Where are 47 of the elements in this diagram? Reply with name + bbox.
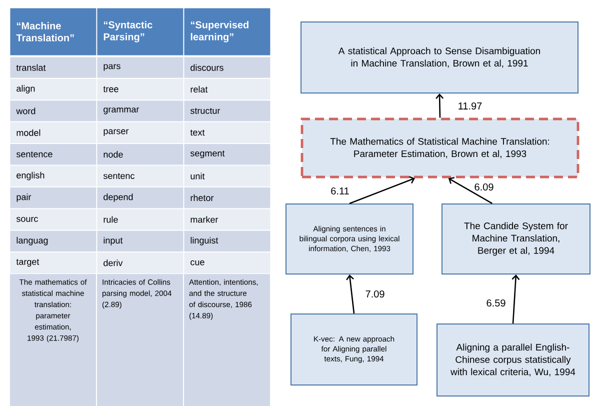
table-cell: text [184,122,270,143]
table-cell: unit [184,166,270,186]
table-cell: align [10,78,96,100]
table-cell: rule [97,209,184,230]
paper-box: The Candide System for Machine Translation, Berger et al, 1994 [442,204,590,274]
table-cell: translat [10,57,96,78]
table-cell: relat [184,78,270,100]
table-cell: grammar [97,100,184,122]
header-cell: “Supervised learning” [184,8,270,56]
table-cell: structur [184,100,270,122]
table-cell: discours [184,57,270,78]
table-cell: target [10,252,96,274]
table-cell: sentence [10,144,96,165]
highlighted-paper-box: The Mathematics of Statistical Machine Translation: Parameter Estimation, Brown et al, 1993 [300,118,580,178]
table-cell: cue [184,252,270,274]
table-cell: marker [184,209,270,230]
table-cell: pair [10,187,96,208]
table-cell: parser [97,122,184,143]
edge-label: 7.09 [364,289,386,299]
arrow [436,94,444,118]
table-cell: english [10,166,96,186]
table-cell: node [97,144,184,165]
table-cell: word [10,100,96,122]
table-cell: rhetor [184,187,270,208]
table-cell: input [97,230,184,252]
table-cell: languag [10,230,96,252]
table-cell: pars [97,57,184,78]
edge-label: 6.09 [473,182,495,192]
header-cell: “Machine Translation” [10,8,96,56]
edge-label: 11.97 [456,101,484,111]
paper-box: Aligning a parallel English-Chinese corpus statistically with lexical criteria, Wu, 1994 [436,324,590,396]
table-cell: sourc [10,209,96,230]
paper-box: A statistical Approach to Sense Disambiguation in Machine Translation, Brown et al, 1991 [300,22,578,94]
table-cell: linguist [184,230,270,252]
header-cell: “Syntactic Parsing” [97,8,184,56]
edge-label: 6.11 [330,186,350,196]
arrow [349,176,415,204]
table-cell: segment [184,144,270,165]
arrow [448,177,492,204]
edge-label: 6.59 [485,298,507,308]
arrow [346,274,355,314]
table-cell: model [10,122,96,143]
table-cell: depend [97,187,184,208]
table-cell: sentenc [97,166,184,186]
table-cell: deriv [97,252,184,274]
arrow [512,274,520,324]
table-cell: tree [97,78,184,100]
